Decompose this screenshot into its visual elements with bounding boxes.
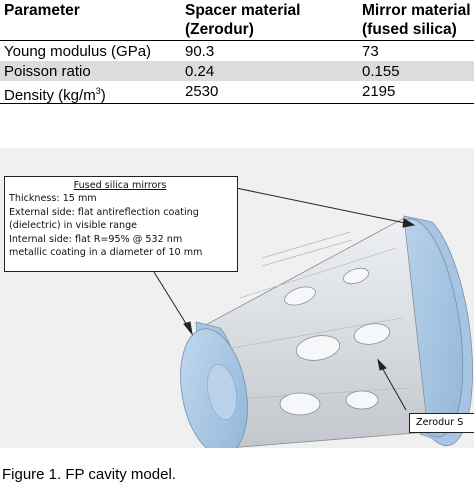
row-density-spacer: 2530 [185,83,219,100]
table-header-rule [0,40,474,41]
row-young-mirror: 73 [362,43,379,60]
material-properties-table: Parameter Spacer material (Zerodur) Mirr… [0,0,474,104]
callout-arrows [153,187,416,411]
row-poisson-spacer: 0.24 [185,63,215,80]
left-mirror [180,321,248,448]
fused-silica-callout: Fused silica mirrors Thickness: 15 mm Ex… [4,176,238,272]
density-label: Density (kg/m [4,87,96,104]
row-young-parameter: Young modulus (GPa) [4,43,152,60]
row-young-spacer: 90.3 [185,43,215,60]
table-row-shading [0,61,474,81]
header-spacer-line1: Spacer material [185,2,301,19]
figure-caption: Figure 1. FP cavity model. [2,466,176,483]
callout-line-internal: Internal side: flat R=95% @ 532 nm [9,233,183,245]
callout-line-thickness: Thickness: 15 mm [9,193,97,205]
header-mirror-line1: Mirror material [362,2,471,19]
density-exponent: 3 [95,86,101,96]
callout-line-external: External side: flat antireflection coati… [9,206,199,218]
density-paren: ) [100,87,106,104]
row-density-parameter: Density (kg/m3) [4,82,106,105]
callout-line-dielectric: (dielectric) in visible range [9,220,138,232]
table-bottom-rule [0,103,474,104]
zerodur-spacer-label: Zerodur S [409,413,474,433]
callout-line-metallic: metallic coating in a diameter of 10 mm [9,247,203,259]
header-parameter: Parameter [4,2,80,19]
callout-title: Fused silica mirrors [73,180,167,191]
header-mirror-line2: (fused silica) [362,21,457,38]
row-density-mirror: 2195 [362,83,396,100]
row-poisson-parameter: Poisson ratio [4,63,91,80]
row-poisson-mirror: 0.155 [362,63,400,80]
header-spacer-line2: (Zerodur) [185,21,254,38]
